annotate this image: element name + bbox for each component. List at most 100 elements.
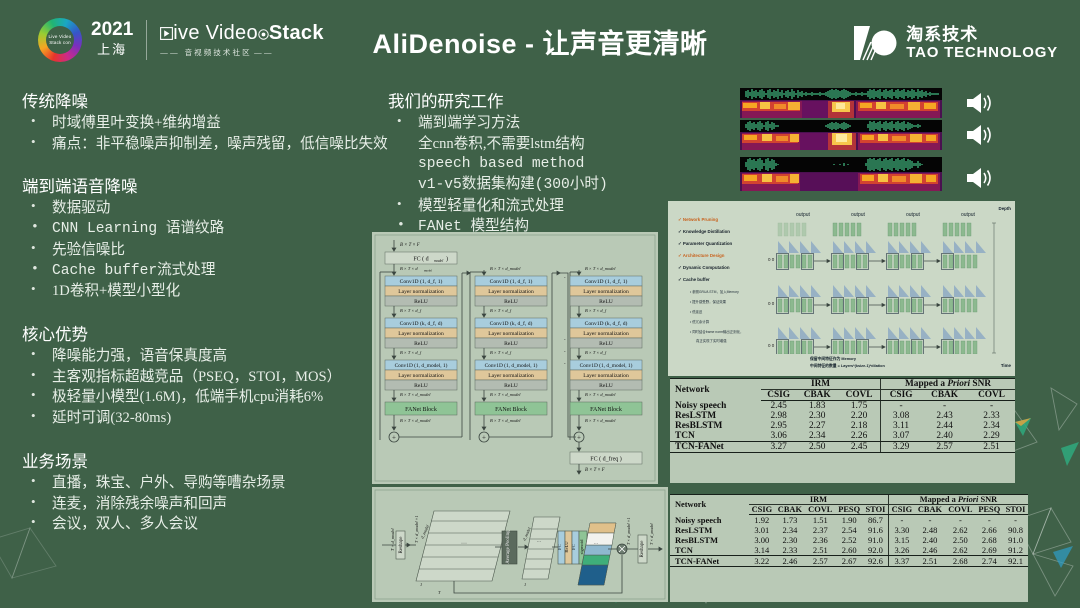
svg-text:B × T × d_model: B × T × d_model — [490, 266, 521, 271]
brand-name-part2: Stack — [268, 21, 324, 44]
svg-text:···: ··· — [537, 540, 542, 545]
sub-header-1: CBAK — [774, 504, 806, 515]
sub-header-1: CBAK — [796, 389, 839, 401]
svg-text:Conv1D (k, d_f, d): Conv1D (k, d_f, d) — [400, 320, 443, 327]
svg-text:Conv1D (1, d_model, 1): Conv1D (1, d_model, 1) — [395, 362, 448, 369]
svg-text:ReLU: ReLU — [414, 299, 428, 305]
zero-label-row1: 0 0 — [768, 257, 775, 262]
sub-header-7: COVL — [945, 504, 976, 515]
table-row: ResBLSTM 2.95 2.27 2.18 3.11 2.44 2.34 — [675, 421, 1000, 431]
svg-text:FC: FC — [571, 544, 576, 550]
tcn-fanet-svg: B × T × F FC ( d model ) B × T × d model… — [374, 234, 656, 482]
group-header-mapped: Mapped a Priori SNR — [887, 494, 1028, 505]
list-item: 先验信噪比 — [22, 239, 392, 261]
bullet-list: 降噪能力强，语音保真度高 主客观指标超越竞品（PSEQ，STOI，MOS） 极轻… — [22, 345, 392, 429]
page-title: AliDenoise - 让声音更清晰 — [372, 29, 708, 59]
memory-caption-line2: 中间特征的数量 = Layers*(ksize-1)*dilation — [810, 363, 885, 368]
table-header-row: Network IRM Mapped a Priori SNR — [670, 378, 1015, 401]
svg-text:Conv1D (1, d_f, 1): Conv1D (1, d_f, 1) — [400, 278, 443, 285]
tao-mark-icon — [851, 22, 897, 64]
checklist-item-0: ✓ Network Pruning — [678, 217, 719, 222]
svg-text:ReLU: ReLU — [599, 341, 613, 347]
list-item: 连麦，消除残余噪声和回声 — [22, 493, 392, 515]
brand-name: ive Video Stack — [160, 21, 324, 44]
svg-text:ReLU: ReLU — [414, 383, 428, 389]
col-header-network: Network — [670, 378, 761, 401]
svg-text:+: + — [577, 434, 581, 442]
sub-header-2: COVL — [805, 504, 836, 515]
svg-text:ReLU: ReLU — [504, 299, 518, 305]
svg-text:Layer normalization: Layer normalization — [398, 373, 444, 379]
table-row: TCN 3.14 2.33 2.51 2.60 92.0 3.26 2.46 2… — [670, 545, 1028, 556]
list-item: 痛点：非平稳噪声抑制差，噪声残留，低信噪比失效 — [22, 133, 392, 155]
denoised-output-spectrogram — [740, 157, 942, 191]
svg-text:Conv1D (k, d_f, d): Conv1D (k, d_f, d) — [490, 320, 533, 327]
list-item: 模型轻量化和流式处理 — [388, 195, 673, 217]
svg-text:B × T × d_f: B × T × d_f — [400, 308, 422, 313]
svg-text:.: . — [564, 334, 566, 342]
svg-text:T × d_model: T × d_model — [649, 523, 654, 545]
sub-header-4: STOI — [862, 504, 889, 515]
livevideostack-ring-icon: Live Video Stack con — [38, 18, 82, 62]
svg-text:.: . — [564, 346, 566, 354]
svg-text:ReLU: ReLU — [504, 383, 518, 389]
svg-text:B × T × d: B × T × d — [400, 266, 418, 271]
intermediate-spectrogram — [740, 120, 942, 150]
svg-text:B × T × d_model: B × T × d_model — [400, 418, 431, 423]
svg-text:ReLU: ReLU — [414, 341, 428, 347]
section-core-advantage: 核心优势 降噪能力强，语音保真度高 主客观指标超越竞品（PSEQ，STOI，MO… — [22, 321, 392, 429]
svg-text:B × T × d_model: B × T × d_model — [490, 392, 521, 397]
svg-text:B × T × d_f: B × T × d_f — [585, 308, 607, 313]
svg-text:): ) — [446, 256, 448, 263]
list-item: 端到端学习方法 — [388, 112, 673, 134]
svg-text:FANet Block: FANet Block — [495, 407, 527, 413]
svg-text:B × T × d_model: B × T × d_model — [585, 266, 616, 271]
list-item: 数据驱动 — [22, 197, 392, 219]
dilated-conv-graph — [776, 222, 996, 354]
sub-bullet-4: • 同时结合frame norm输出正则化， — [690, 330, 744, 334]
sub-header-2: COVL — [838, 389, 881, 401]
sub-header-8: PESQ — [975, 504, 1003, 515]
bullet-list: 直播，珠宝、户外、导购等嘈杂场景 连麦，消除残余噪声和回声 会议，双人、多人会议 — [22, 472, 392, 535]
svg-text:+: + — [482, 434, 486, 442]
results-table-2: Network IRM Mapped a Priori SNR CSIG CBA… — [670, 494, 1028, 602]
svg-text:FC ( d_freq ): FC ( d_freq ) — [590, 456, 622, 463]
tcn-fanet-architecture-figure: B × T × F FC ( d model ) B × T × d model… — [372, 232, 658, 484]
depth-axis-label: Depth — [998, 206, 1011, 211]
svg-text:ReLU: ReLU — [504, 341, 518, 347]
svg-text:···: ··· — [594, 542, 599, 547]
sub-bullet-1: • 提升感受野，保证效果 — [690, 300, 727, 304]
list-item: speech based method — [418, 156, 585, 173]
table-row: ResBLSTM 3.00 2.30 2.36 2.52 91.0 3.15 2… — [675, 535, 1023, 545]
svg-text:T × d_model ×1: T × d_model ×1 — [626, 517, 631, 545]
speaker-wave-icon — [967, 168, 991, 188]
svg-text:Layer normalization: Layer normalization — [583, 289, 629, 295]
sub-header-5: CSIG — [887, 504, 915, 515]
svg-text:B × T × d_f: B × T × d_f — [490, 350, 512, 355]
svg-text:T × d_model: T × d_model — [390, 528, 395, 551]
sub-header-6: CBAK — [914, 504, 946, 515]
list-item: CNN Learning 语谱纹路 — [22, 218, 392, 240]
svg-text:Conv1D (1, d_model, 1): Conv1D (1, d_model, 1) — [580, 362, 633, 369]
brand-name-part1: ive Video — [173, 21, 258, 44]
tcn-block-column-3: B × T × d_model Conv1D (1, d_f, 1) Layer… — [569, 266, 643, 452]
output-header-3: output — [961, 212, 975, 218]
svg-text:ReLU: ReLU — [564, 541, 569, 553]
list-item: 极轻量小模型(1.6M)，低端手机cpu消耗6% — [22, 386, 392, 408]
tcn-block-column-1: Conv1D (1, d_f, 1) Layer normalization R… — [384, 270, 471, 443]
svg-text:Layer normalization: Layer normalization — [488, 373, 534, 379]
noisy-input-spectrogram — [740, 88, 942, 118]
sub-bullet-2: • 低延迟 — [690, 310, 703, 314]
list-item: 降噪能力强，语音保真度高 — [22, 345, 392, 367]
svg-text:Conv1D (k, d_f, d): Conv1D (k, d_f, d) — [585, 320, 628, 327]
section-heading: 业务场景 — [22, 451, 88, 471]
play-triangle-icon — [160, 26, 174, 40]
svg-text:B × T × d_f: B × T × d_f — [400, 350, 422, 355]
section-heading: 端到端语音降噪 — [22, 177, 138, 197]
svg-text:ReLU: ReLU — [599, 299, 613, 305]
svg-text:d_model: d_model — [420, 523, 431, 539]
tcn-block-column-2: B × T × d_model Conv1D (1, d_f, 1) Layer… — [469, 266, 561, 443]
svg-text:model: model — [434, 259, 443, 263]
svg-text:+: + — [392, 434, 396, 442]
